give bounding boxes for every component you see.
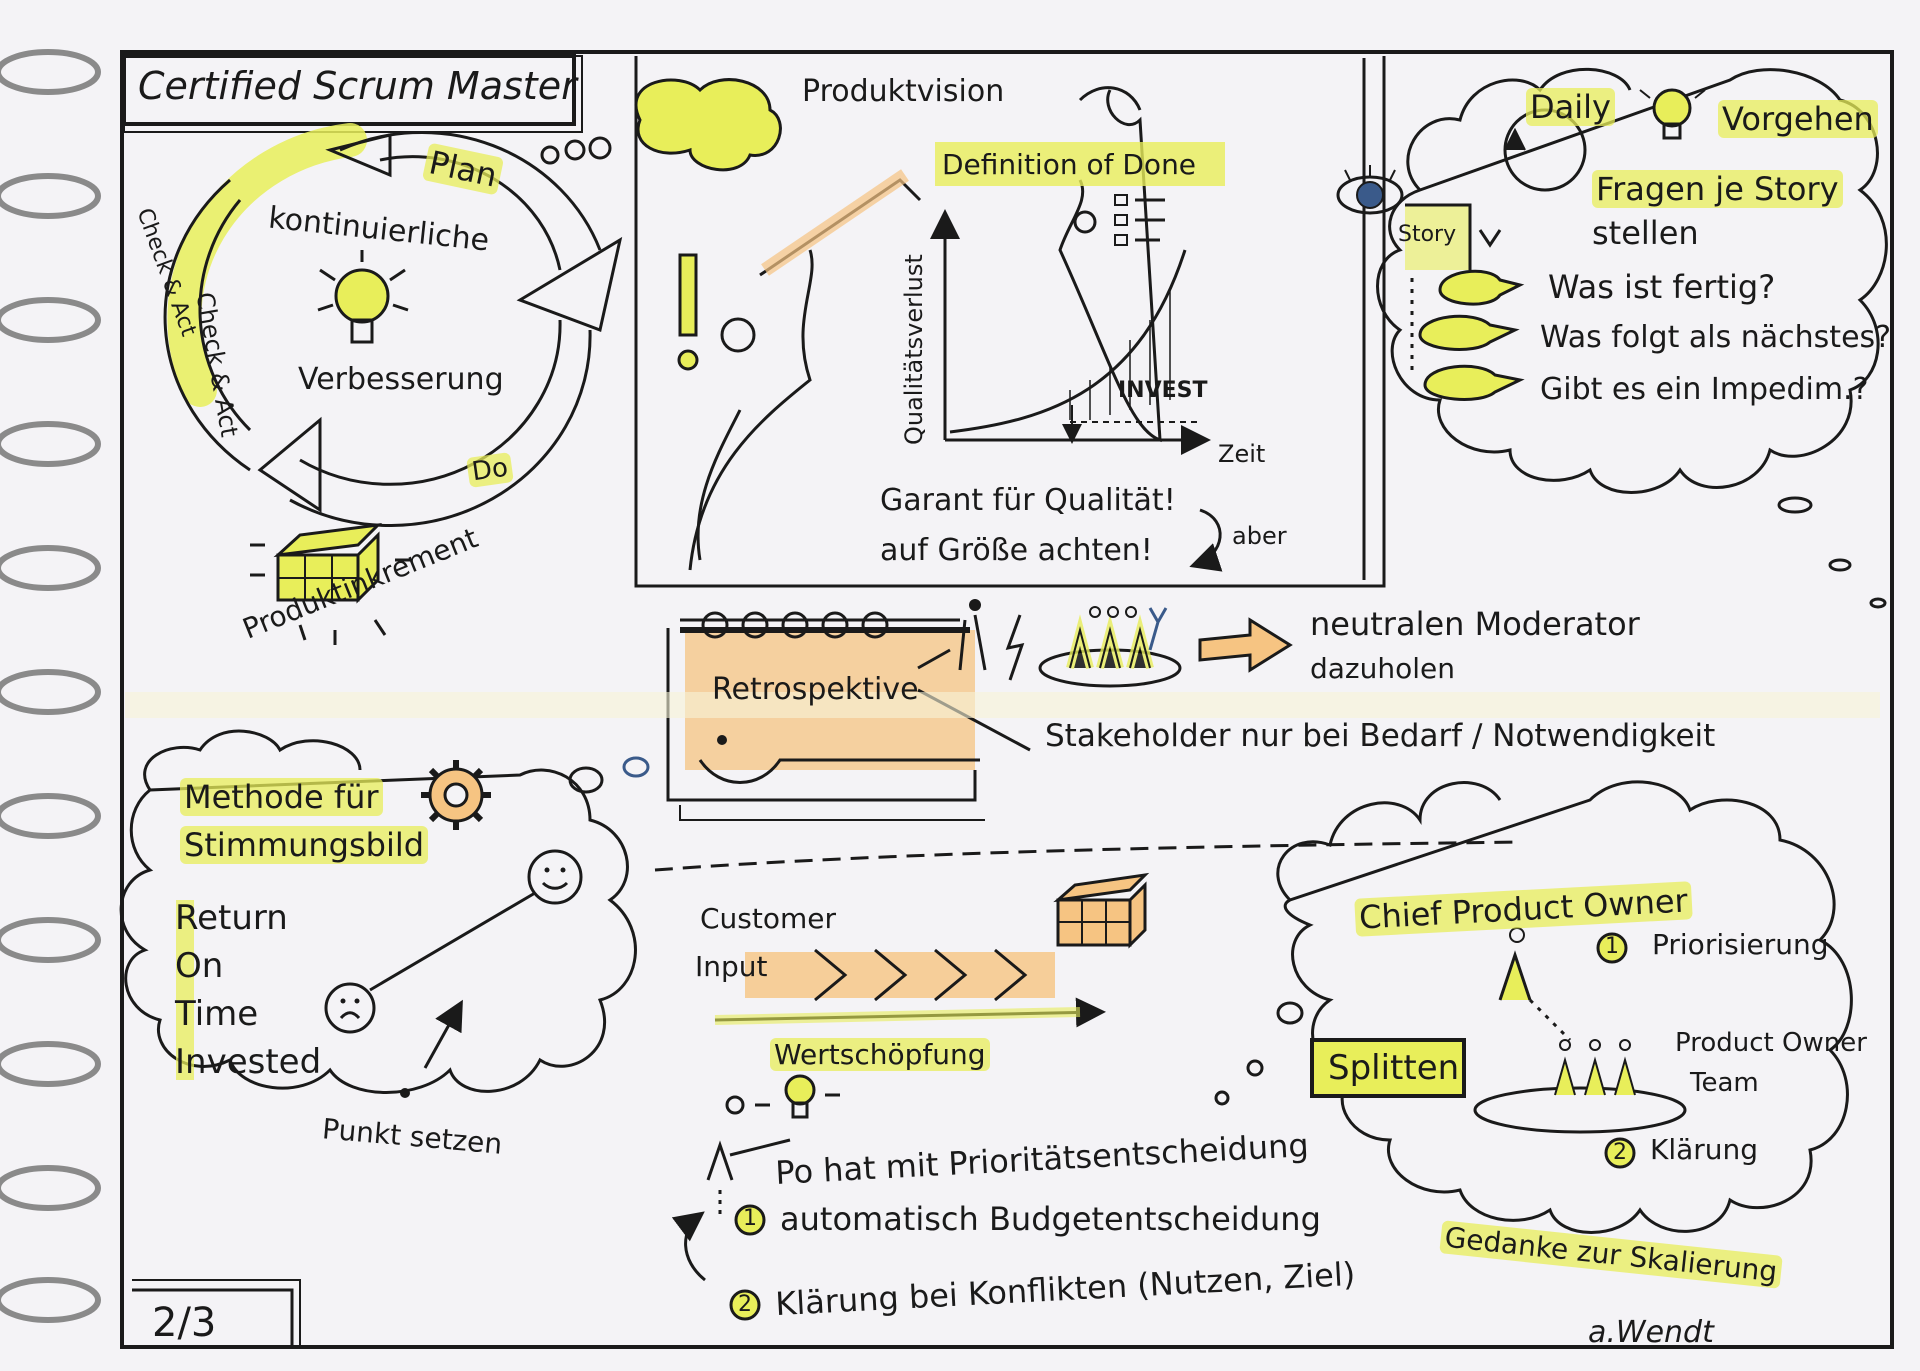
- groesse-text: auf Größe achten!: [880, 533, 1153, 568]
- splitten-box: [1310, 1038, 1466, 1098]
- methode-text-2: Stimmungsbild: [180, 826, 429, 864]
- chart-y-axis-label: Qualitätsverlust: [900, 254, 928, 445]
- bubbles-right: [1777, 496, 1887, 609]
- dod-label: Definition of Done: [942, 148, 1197, 181]
- invest-label: INVEST: [1118, 378, 1208, 403]
- spiral-binding: [0, 49, 101, 1323]
- pdca-cycle: [163, 123, 623, 527]
- roti-bubbles: [568, 756, 650, 794]
- daily-thought-cloud: [1376, 67, 1888, 494]
- splitten-label: Splitten: [1328, 1048, 1460, 1088]
- methode-text-1: Methode für: [180, 778, 383, 816]
- aber-text: aber: [1232, 522, 1287, 550]
- fragen-text-1: Fragen je Story: [1592, 170, 1843, 208]
- question-2: Was folgt als nächstes?: [1540, 320, 1892, 355]
- cpo-num-1: 1: [1605, 934, 1619, 959]
- daily-label: Daily: [1526, 88, 1615, 126]
- divider-line: [654, 840, 1521, 872]
- pdca-do-label: Do: [466, 452, 514, 488]
- cpo-num-2: 2: [1613, 1140, 1627, 1165]
- num-1-value: 1: [743, 1206, 757, 1231]
- wertschoepfung-label: Wertschöpfung: [770, 1038, 990, 1071]
- improvement-label-bottom: Verbesserung: [298, 362, 504, 397]
- page-frame: [120, 50, 1894, 1349]
- vorgehen-label: Vorgehen: [1718, 100, 1878, 138]
- person-exclamation-icon: [677, 169, 922, 571]
- cpo-klaerung: Klärung: [1650, 1133, 1759, 1166]
- page-title: Certified Scrum Master: [138, 64, 577, 108]
- quality-chart: [930, 209, 1211, 455]
- daily-icons: [1336, 88, 1706, 401]
- input-label: Input: [695, 950, 768, 983]
- wert-lightbulb-icon: [671, 1074, 840, 1321]
- produktvision-label: Produktvision: [802, 74, 1005, 109]
- roti-on: On: [175, 946, 224, 986]
- pot-label-2: Team: [1690, 1068, 1759, 1098]
- gear-icon: [421, 760, 491, 830]
- dod-scroll-icon: [935, 86, 1225, 443]
- retro-label: Retrospektive: [712, 672, 919, 707]
- cpo-bubbles: [1214, 1001, 1304, 1106]
- vision-cloud-icon: [540, 78, 782, 172]
- moderator-text-2: dazuholen: [1310, 652, 1456, 685]
- fragen-text-2: stellen: [1592, 214, 1699, 252]
- question-1: Was ist fertig?: [1548, 268, 1776, 306]
- moderator-text-1: neutralen Moderator: [1310, 605, 1640, 643]
- chart-x-axis-label: Zeit: [1218, 440, 1266, 468]
- vision-panel-frame: [634, 56, 1386, 588]
- garant-text: Garant für Qualität!: [880, 483, 1176, 518]
- story-label: Story: [1398, 222, 1457, 247]
- moderator-icons: [958, 599, 1293, 688]
- page-number-box: [132, 1288, 294, 1345]
- roti-return: Return: [175, 898, 288, 938]
- signature: a.Wendt: [1588, 1315, 1714, 1350]
- lightbulb-icon: [317, 250, 409, 344]
- cpo-thought-cloud: [1276, 780, 1853, 1234]
- roti-invested: Invested: [175, 1042, 322, 1082]
- stakeholder-text: Stakeholder nur bei Bedarf / Notwendigke…: [1045, 718, 1716, 754]
- customer-label: Customer: [700, 902, 837, 935]
- roti-time: Time: [175, 994, 259, 1034]
- cpo-people-icons: [1473, 927, 1687, 1169]
- question-3: Gibt es ein Impedim.?: [1540, 372, 1869, 407]
- roti-thought-cloud: [119, 729, 637, 1094]
- num-2-value: 2: [738, 1292, 752, 1317]
- pot-label-1: Product Owner: [1675, 1028, 1867, 1058]
- page-number: 2/3: [152, 1300, 217, 1346]
- prio-label: Priorisierung: [1652, 928, 1829, 961]
- value-stream-icon: [714, 872, 1150, 1028]
- increment-cube-icon: [250, 522, 410, 645]
- roti-scale: [176, 849, 583, 1098]
- aber-brace: [1189, 508, 1223, 572]
- auto-text: automatisch Budgetentscheidung: [780, 1200, 1321, 1238]
